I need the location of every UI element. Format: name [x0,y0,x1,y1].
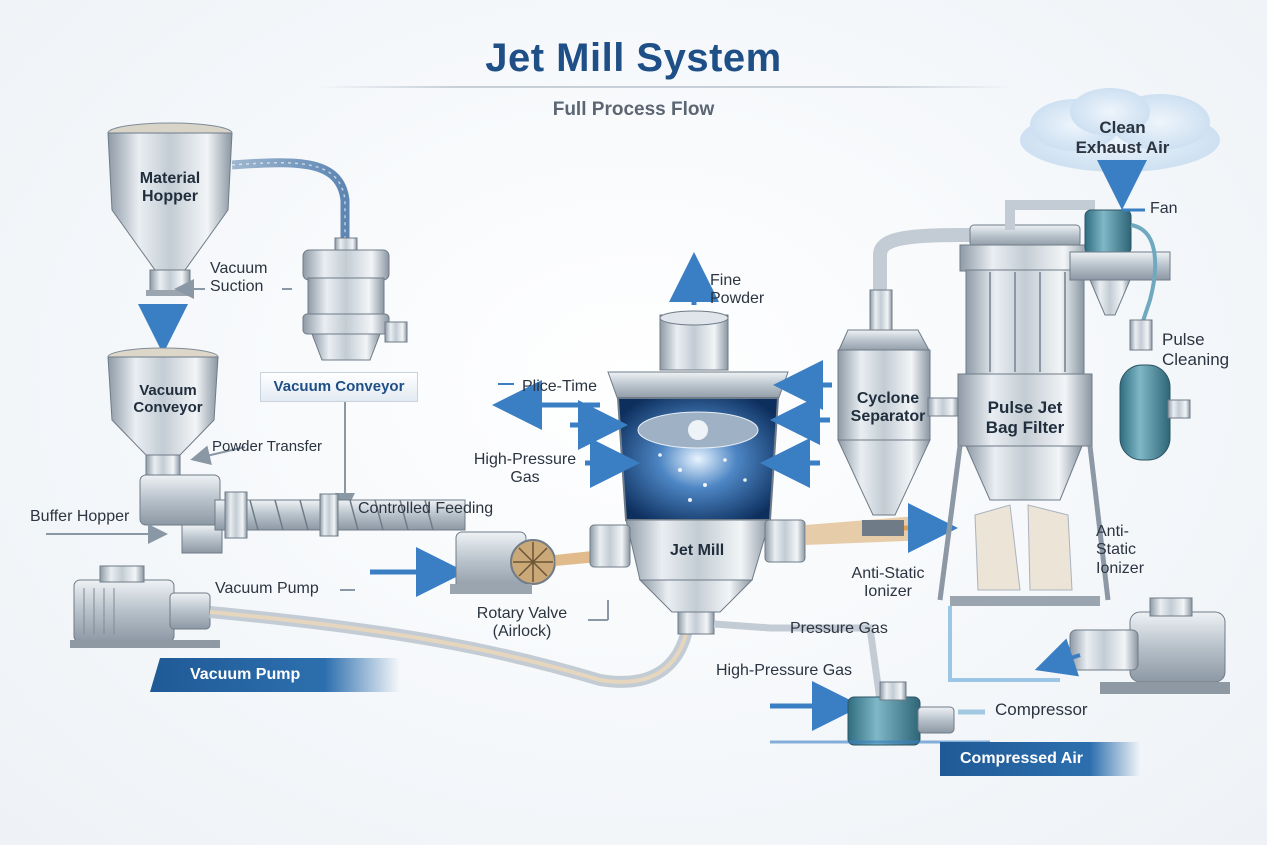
label-fine-powder: Fine Powder [710,272,765,308]
material-hopper [107,122,233,296]
label-vacuum-conveyor-hopper: Vacuum Conveyor [133,382,203,417]
label-vacuum-pump: Vacuum Pump [215,580,319,597]
label-material-hopper: Material Hopper [139,170,201,206]
pulse-tank [1119,319,1191,461]
label-plice-time: Plice-Time [522,378,597,395]
screw-feeder [139,474,466,554]
vacuum-pump-machine [70,565,220,648]
fan-unit [1005,200,1171,331]
label-high-pressure-gas-left: High-Pressure Gas [473,451,577,487]
cyclone-separator-unit [837,228,975,516]
label-cyclone-separator: Cyclone Separator [850,390,926,426]
label-vacuum-conveyor-box: Vacuum Conveyor [260,372,418,402]
jet-mill-body [589,310,806,635]
label-pressure-gas: Pressure Gas [790,620,888,637]
label-anti-static-ionizer-right: Anti- Static Ionizer [1096,523,1145,577]
label-vacuum-suction: Vacuum Suction [210,260,268,296]
banner-compressed-air: Compressed Air [940,742,1140,776]
label-anti-static-ionizer-mid: Anti-Static Ionizer [851,565,925,601]
banner-vacuum-pump: Vacuum Pump [150,658,400,692]
rotary-valve [450,531,556,594]
vacuum-conveyor-unit [302,237,408,361]
label-rotary-valve: Rotary Valve (Airlock) [476,605,568,641]
vacuum-conveyor-hopper [107,347,219,476]
label-compressor: Compressor [995,700,1088,719]
label-buffer-hopper: Buffer Hopper [30,508,130,525]
suction-hose [231,158,350,245]
page-title: Jet Mill System [485,36,782,80]
page-subtitle: Full Process Flow [552,99,715,120]
label-fan: Fan [1150,200,1178,217]
clean-air-cloud [1020,88,1220,172]
compressor-unit [770,681,990,746]
label-powder-transfer: Powder Transfer [212,438,323,455]
label-jet-mill: Jet Mill [670,542,725,559]
bag-filter-unit [937,224,1111,606]
large-compressor [1069,597,1230,694]
label-controlled-feeding: Controlled Feeding [358,500,494,517]
label-pulse-jet-bag-filter: Pulse Jet Bag Filter [985,398,1065,437]
label-clean-exhaust-air: Clean Exhaust Air [1075,118,1170,157]
label-high-pressure-gas-bottom: High-Pressure Gas [716,662,853,679]
title-divider [315,86,1015,88]
label-pulse-cleaning: Pulse Cleaning [1162,330,1230,369]
